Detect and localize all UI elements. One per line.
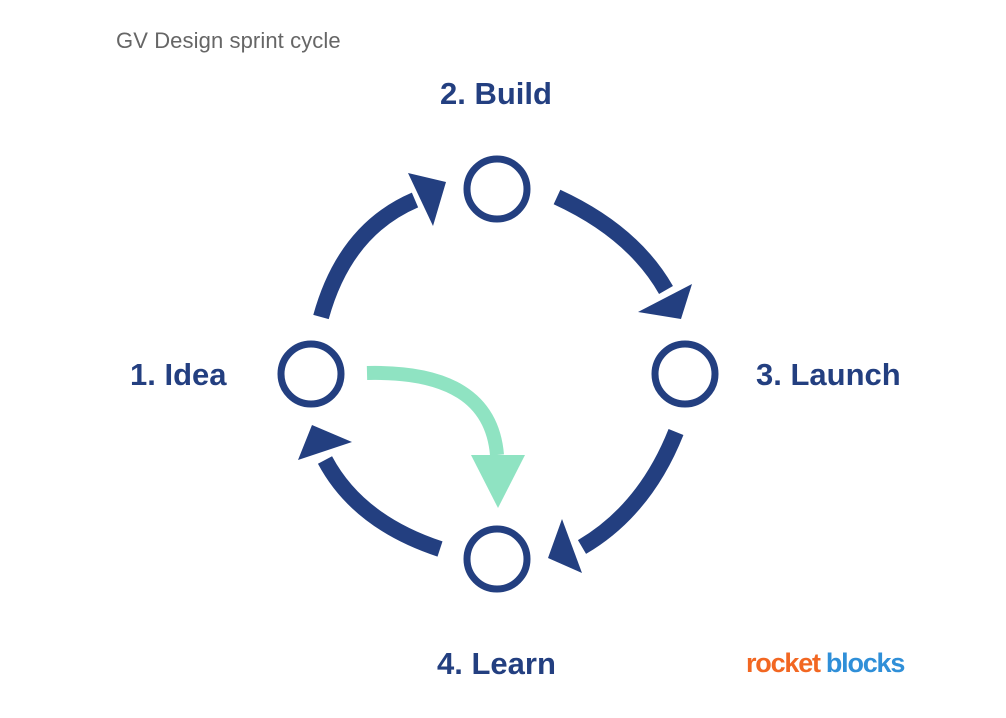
stage-label-build: 2. Build (440, 76, 552, 111)
diagram-subtitle: GV Design sprint cycle (116, 28, 341, 53)
node-learn (463, 525, 531, 593)
logo-part-blocks: blocks (825, 648, 906, 678)
arrow-idea-to-build (313, 173, 446, 320)
stage-label-launch: 3. Launch (756, 357, 901, 392)
arrow-idea-to-learn (366, 365, 525, 508)
arrow-learn-to-idea (298, 425, 443, 557)
stage-label-idea: 1. Idea (130, 357, 227, 392)
arrow-build-to-launch (553, 189, 692, 319)
node-launch (651, 340, 719, 408)
logo-part-rocket: rocket (746, 648, 821, 678)
stage-label-learn: 4. Learn (437, 646, 556, 681)
node-idea (277, 340, 345, 408)
node-build (463, 155, 531, 223)
arrow-launch-to-learn (548, 429, 684, 573)
